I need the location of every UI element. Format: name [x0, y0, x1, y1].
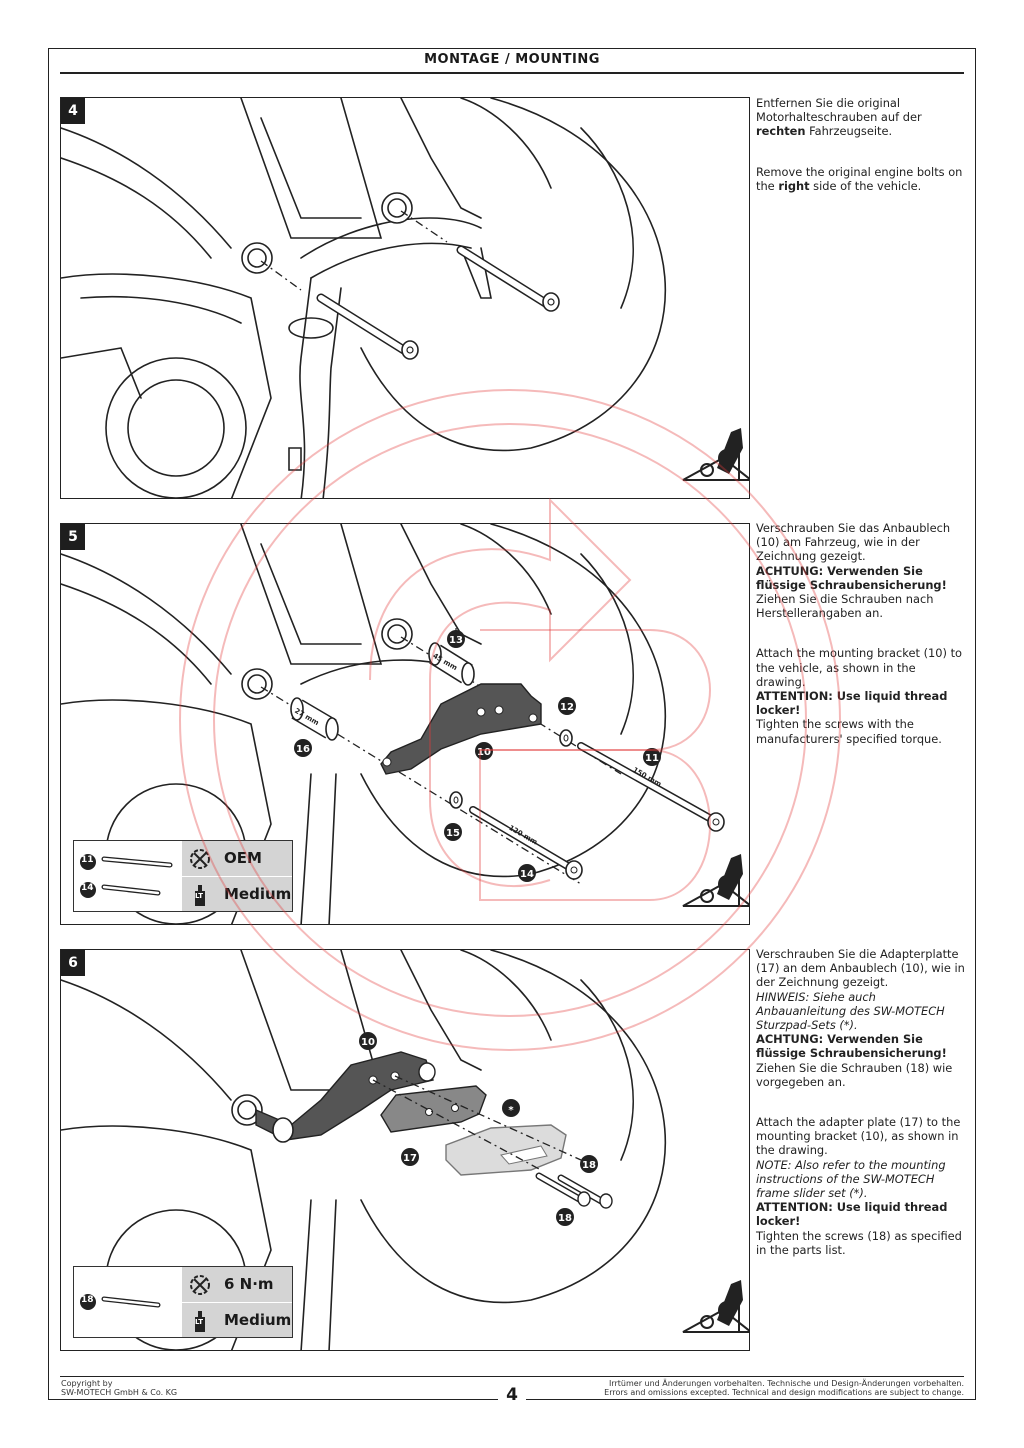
torque-row: 6 N·m: [182, 1267, 292, 1302]
svg-text:18: 18: [558, 1213, 572, 1224]
callout-17: 17: [401, 1148, 419, 1166]
callout-13: 13: [447, 628, 465, 648]
step-5-text-de: Verschrauben Sie das Anbaublech (10) am …: [756, 521, 951, 621]
callout-star: *: [502, 1099, 520, 1117]
step-6-illustration: 10 17 * 18 18: [61, 950, 749, 1350]
footer-rule: [60, 1376, 964, 1377]
footer-copyright: Copyright by SW-MOTECH GmbH & Co. KG: [61, 1379, 178, 1397]
step-6-text: Verschrauben Sie die Adapterplatte (17) …: [756, 947, 968, 1257]
threadlock-value: Medium: [224, 885, 292, 903]
torque-wrench-icon: [190, 849, 210, 869]
step-5-panel: 27 mm 45 mm 150 mm: [60, 523, 750, 925]
step-4-text-en: Remove the original engine bolts on the …: [756, 164, 963, 193]
page-title: MONTAGE / MOUNTING: [424, 52, 600, 67]
bolt-row: 18: [78, 1291, 178, 1313]
callout-18-lower: 18: [556, 1208, 574, 1226]
bolt-11-150mm: [577, 742, 725, 832]
bolt-row: 11: [78, 851, 178, 873]
svg-text:12: 12: [560, 702, 574, 713]
step-6-text-de: Verschrauben Sie die Adapterplatte (17) …: [756, 947, 965, 1089]
bolt-upper-icon: [456, 245, 560, 312]
spec-values: OEM LT Medium: [182, 841, 292, 911]
step-4-text: Entfernen Sie die original Motorhaltesch…: [756, 96, 968, 193]
bolt-14-120mm: [469, 806, 583, 880]
threadlock-row: LT Medium: [182, 877, 292, 912]
svg-text:11: 11: [645, 753, 659, 764]
torque-row: OEM: [182, 841, 292, 876]
svg-text:*: *: [508, 1105, 514, 1116]
motorcycle-side-icon: [682, 854, 749, 907]
spacer-27mm: [290, 697, 339, 741]
callout-10: 10: [475, 742, 493, 760]
bolt-number-label: 11: [81, 855, 94, 865]
mounting-bracket-10: [380, 683, 542, 775]
bolt-18-lower: [535, 1172, 591, 1207]
adapter-plate-17: [380, 1085, 487, 1133]
threadlock-row: LT Medium: [182, 1303, 292, 1338]
bolt-number-label: 18: [81, 1295, 94, 1305]
bolt-row: 14: [78, 879, 178, 901]
svg-text:13: 13: [449, 635, 463, 646]
callout-18-upper: 18: [580, 1155, 598, 1173]
step-6-text-en: Attach the adapter plate (17) to the mou…: [756, 1115, 962, 1257]
step-number: 5: [61, 524, 85, 550]
threadlock-lt-label: LT: [195, 1318, 204, 1326]
engine-nut-right-icon: [381, 618, 413, 650]
motorcycle-side-icon: [682, 428, 749, 481]
callout-12: 12: [558, 697, 576, 715]
engine-nut-right-icon: [381, 192, 413, 224]
title-rule: [60, 72, 964, 74]
torque-value: OEM: [224, 849, 262, 867]
svg-text:10: 10: [477, 747, 491, 758]
callout-15: 15: [444, 823, 462, 841]
step-5-illustration: 27 mm 45 mm 150 mm: [61, 524, 749, 924]
step-number: 4: [61, 98, 85, 124]
engine-nut-left-icon: [241, 668, 273, 700]
spec-bolts: 11 14: [74, 841, 182, 911]
threadlock-value: Medium: [224, 1311, 292, 1329]
callout-10: 10: [359, 1032, 377, 1050]
engine-nut-left-icon: [241, 242, 273, 274]
step-6-panel: 10 17 * 18 18 6 18: [60, 949, 750, 1351]
washer-12-icon: [559, 729, 573, 747]
threadlock-lt-label: LT: [195, 892, 204, 900]
spec-bolts: 18: [74, 1267, 182, 1337]
step-4-illustration: [61, 98, 749, 498]
step-5-text-en: Attach the mounting bracket (10) to the …: [756, 646, 963, 746]
svg-text:14: 14: [520, 869, 534, 880]
step-4-panel: 4: [60, 97, 750, 499]
spacer-45mm: [428, 642, 475, 686]
spec-box: 11 14 OEM LT Medium: [73, 840, 293, 912]
engine-nut-left-icon: [231, 1094, 263, 1126]
torque-wrench-icon: [190, 1275, 210, 1295]
bolt-18-upper: [557, 1174, 613, 1209]
svg-text:15: 15: [446, 828, 460, 839]
frame-slider: [445, 1124, 567, 1176]
spec-box: 18 6 N·m LT Medium: [73, 1266, 293, 1338]
mounting-bracket-10: [255, 1051, 436, 1143]
svg-text:17: 17: [403, 1153, 417, 1164]
svg-text:10: 10: [361, 1037, 375, 1048]
step-4-text-de: Entfernen Sie die original Motorhaltesch…: [756, 96, 922, 139]
svg-text:16: 16: [296, 744, 310, 755]
step-5-text: Verschrauben Sie das Anbaublech (10) am …: [756, 521, 968, 746]
callout-16: 16: [294, 739, 312, 757]
callout-14: 14: [518, 864, 536, 882]
svg-text:18: 18: [582, 1160, 596, 1171]
footer-disclaimer: Irrtümer und Änderungen vorbehalten. Tec…: [604, 1379, 964, 1397]
bolt-number-label: 14: [81, 883, 94, 893]
page-number: 4: [498, 1385, 526, 1405]
bolt-lower-icon: [316, 293, 419, 360]
threadlocker-bottle-icon: [195, 1311, 205, 1332]
washer-15-icon: [449, 791, 463, 809]
torque-value: 6 N·m: [224, 1275, 274, 1293]
callout-11: 11: [643, 748, 661, 766]
step-number: 6: [61, 950, 85, 976]
spec-values: 6 N·m LT Medium: [182, 1267, 292, 1337]
motorcycle-side-icon: [682, 1280, 749, 1333]
threadlocker-bottle-icon: [195, 885, 205, 906]
